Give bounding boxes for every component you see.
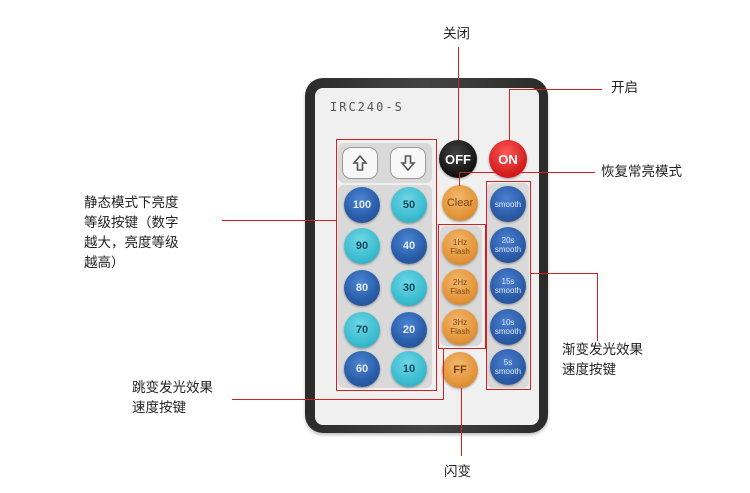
gradient-speed-line-1: 渐变发光效果 xyxy=(562,340,643,360)
static-brightness-line-1: 静态模式下亮度 xyxy=(84,193,179,213)
open-leader-vertical xyxy=(509,89,510,141)
jump-speed-line-1: 跳变发光效果 xyxy=(132,378,213,398)
static-brightness-leader xyxy=(222,220,336,221)
gradient-speed-box xyxy=(486,181,531,390)
jump-speed-box xyxy=(438,224,486,349)
clear-button[interactable]: Clear xyxy=(442,185,478,221)
jump-speed-line-2: 速度按键 xyxy=(132,398,213,418)
jump-leader-vertical xyxy=(443,349,444,399)
jump-leader-horizontal xyxy=(232,399,444,400)
static-brightness-line-2: 等级按键（数字 xyxy=(84,213,179,233)
static-brightness-line-3: 越大，亮度等级 xyxy=(84,233,179,253)
open-leader-horizontal xyxy=(509,89,602,90)
jump-speed-label: 跳变发光效果 速度按键 xyxy=(132,378,213,418)
gradient-leader-horizontal xyxy=(531,273,597,274)
static-brightness-box xyxy=(336,139,437,391)
close-leader-line xyxy=(458,47,459,140)
restore-leader-horizontal xyxy=(459,172,595,173)
static-brightness-line-4: 越高） xyxy=(84,253,179,273)
open-label: 开启 xyxy=(611,78,638,98)
flash-leader-line xyxy=(461,388,462,456)
gradient-speed-label: 渐变发光效果 速度按键 xyxy=(562,340,643,380)
ff-button[interactable]: FF xyxy=(442,352,478,388)
close-label: 关闭 xyxy=(443,24,470,44)
model-label: IRC240-S xyxy=(330,100,404,114)
restore-leader-vertical xyxy=(459,172,460,186)
flash-label: 闪变 xyxy=(444,462,471,482)
gradient-leader-vertical xyxy=(597,273,598,341)
restore-label: 恢复常亮模式 xyxy=(601,162,682,182)
static-brightness-label: 静态模式下亮度 等级按键（数字 越大，亮度等级 越高） xyxy=(84,193,179,273)
gradient-speed-line-2: 速度按键 xyxy=(562,360,643,380)
